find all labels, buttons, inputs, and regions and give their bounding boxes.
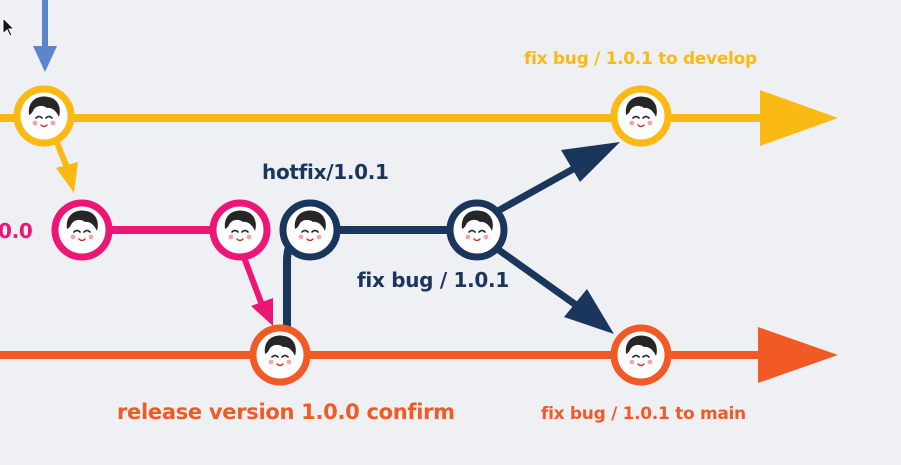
avatar-face-icon — [26, 95, 62, 134]
hotfix-branch-label: hotfix/1.0.1 — [262, 160, 389, 184]
commit-node-release-start[interactable] — [51, 199, 113, 261]
develop-to-release-arrow — [53, 138, 78, 193]
mouse-cursor-icon — [2, 17, 16, 37]
avatar-face-icon — [459, 209, 495, 248]
commit-node-develop-fix[interactable] — [610, 85, 672, 147]
commit-node-develop-start[interactable] — [13, 85, 75, 147]
develop-commit-label: fix bug / 1.0.1 to develop — [524, 49, 757, 69]
main-commit-label: fix bug / 1.0.1 to main — [541, 404, 746, 424]
avatar-face-icon — [292, 209, 328, 248]
hotfix-to-main-arrow — [493, 245, 614, 334]
commit-node-hotfix-fix[interactable] — [446, 199, 508, 261]
commit-node-main-fix[interactable] — [610, 324, 672, 386]
commit-node-release-end[interactable] — [209, 199, 271, 261]
release-branch-label: 0.0 — [0, 219, 33, 243]
hotfix-to-develop-arrow — [494, 142, 620, 216]
feature-merge-arrow — [33, 0, 57, 72]
avatar-face-icon — [623, 334, 659, 373]
avatar-face-icon — [262, 334, 298, 373]
avatar-face-icon — [64, 209, 100, 248]
avatar-face-icon — [623, 95, 659, 134]
avatar-face-icon — [222, 209, 258, 248]
develop-branch-line — [0, 90, 838, 146]
commit-node-hotfix-start[interactable] — [279, 199, 341, 261]
hotfix-commit-label: fix bug / 1.0.1 — [357, 268, 509, 292]
release-confirm-label: release version 1.0.0 confirm — [117, 400, 455, 424]
main-branch-line — [0, 327, 838, 383]
commit-node-main-release[interactable] — [249, 324, 311, 386]
